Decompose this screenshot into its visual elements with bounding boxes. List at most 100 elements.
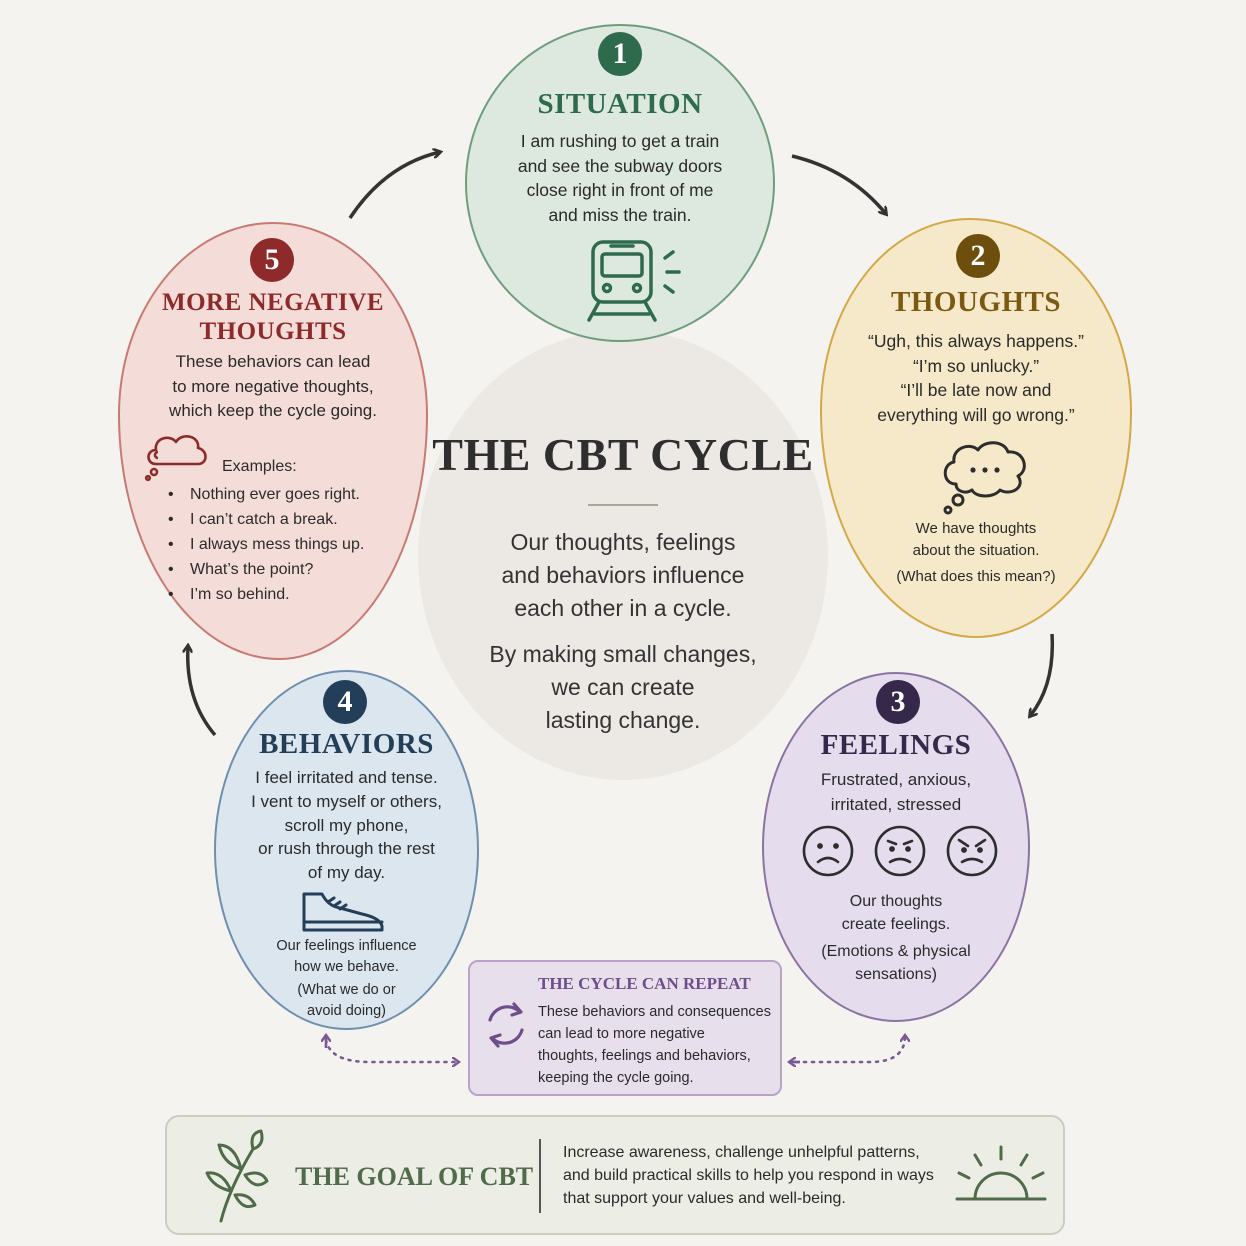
thoughts-note-line: about the situation. — [912, 541, 1040, 559]
thoughts-number: 2 — [956, 234, 1000, 278]
more-negative-line: which keep the cycle going. — [169, 401, 377, 420]
angry-face-icon — [946, 825, 998, 877]
situation-text: I am rushing to get a train and see the … — [467, 129, 773, 227]
thoughts-line: “Ugh, this always happens.” — [868, 331, 1084, 351]
situation-card: 1 SITUATION I am rushing to get a train … — [465, 24, 775, 342]
repeat-line: thoughts, feelings and behaviors, — [538, 1048, 751, 1064]
behaviors-card: 4 BEHAVIORS I feel irritated and tense. … — [214, 670, 479, 1030]
arrow-5-to-1 — [348, 152, 440, 219]
behaviors-title: BEHAVIORS — [259, 728, 434, 760]
situation-line: and miss the train. — [548, 204, 692, 225]
feelings-line: irritated, stressed — [830, 794, 962, 814]
behaviors-line: I feel irritated and tense. — [255, 768, 438, 787]
cloud-icon — [144, 435, 207, 482]
center-title: THE CBT CYCLE — [432, 429, 814, 480]
goal-line: and build practical skills to help you r… — [563, 1167, 934, 1184]
thoughts-title: THOUGHTS — [891, 286, 1061, 318]
example-item: I always mess things up. — [168, 532, 364, 557]
behaviors-paren-line: (What we do or — [297, 982, 396, 998]
center-text-2: By making small changes, we can create l… — [418, 638, 828, 737]
more-negative-text: These behaviors can lead to more negativ… — [120, 350, 426, 424]
center-text-line: each other in a cycle. — [514, 595, 732, 621]
more-negative-number: 5 — [250, 238, 294, 282]
behaviors-note-line: Our feelings influence — [276, 938, 417, 954]
behaviors-line: of my day. — [307, 863, 386, 883]
behaviors-number: 4 — [323, 680, 367, 724]
feelings-paren-line: sensations) — [855, 966, 937, 983]
goal-title: THE GOAL OF CBT — [295, 1162, 534, 1191]
feelings-paren: (Emotions & physical sensations) — [764, 940, 1028, 986]
dotted-link-left — [324, 1038, 458, 1062]
arrow-4-to-5 — [188, 646, 217, 737]
thoughts-note: We have thoughts about the situation. — [822, 518, 1130, 561]
center-circle — [418, 330, 828, 780]
situation-title: SITUATION — [537, 88, 703, 120]
center-text-line: By making small changes, — [489, 641, 757, 667]
repeat-box: THE CYCLE CAN REPEAT These behaviors and… — [468, 960, 782, 1096]
behaviors-line: I vent to myself or others, — [251, 791, 442, 811]
center-text: Our thoughts, feelings and behaviors inf… — [418, 526, 828, 625]
situation-line: I am rushing to get a train — [520, 131, 720, 151]
feelings-note-line: create feelings. — [841, 916, 951, 933]
goal-text: Increase awareness, challenge unhelpful … — [563, 1141, 934, 1210]
goal-line: Increase awareness, challenge unhelpful … — [563, 1144, 920, 1161]
sad-face-icon — [802, 825, 854, 877]
dotted-link-right — [794, 1036, 905, 1064]
behaviors-line: scroll my phone, — [284, 815, 409, 835]
more-negative-title-line: THOUGHTS — [199, 318, 347, 345]
thoughts-line: “I’ll be late now and — [900, 380, 1052, 400]
behaviors-text: I feel irritated and tense. I vent to my… — [216, 766, 477, 885]
thought-bubble-icon — [943, 441, 1026, 515]
repeat-line: can lead to more negative — [538, 1026, 705, 1042]
center-content: THE CBT CYCLE Our thoughts, feelings and… — [418, 330, 828, 780]
repeat-text: These behaviors and consequences can lea… — [538, 1001, 771, 1089]
examples-list: Nothing ever goes right. I can’t catch a… — [168, 482, 364, 607]
behaviors-line: or rush through the rest — [258, 839, 435, 859]
goal-line: that support your values and well-being. — [563, 1190, 846, 1207]
feelings-title: FEELINGS — [820, 729, 972, 761]
example-item: What’s the point? — [168, 557, 364, 582]
center-text-line: Our thoughts, feelings — [510, 529, 736, 555]
behaviors-note-line: how we behave. — [294, 958, 399, 975]
thoughts-line: everything will go wrong.” — [877, 404, 1075, 425]
goal-divider — [539, 1139, 541, 1213]
cycle-arrows-icon — [488, 1002, 524, 1048]
center-text-line: we can create — [551, 674, 695, 700]
sneaker-icon — [302, 892, 384, 932]
example-item: I’m so behind. — [168, 582, 364, 607]
more-negative-card: 5 MORE NEGATIVE THOUGHTS These behaviors… — [118, 222, 428, 660]
more-negative-line: to more negative thoughts, — [172, 376, 374, 396]
feelings-note-line: Our thoughts — [849, 893, 943, 910]
situation-line: close right in front of me — [526, 180, 714, 200]
example-item: I can’t catch a break. — [168, 507, 364, 532]
feelings-text: Frustrated, anxious, irritated, stressed — [764, 768, 1028, 817]
feelings-paren-line: (Emotions & physical — [821, 943, 971, 960]
feelings-note: Our thoughts create feelings. — [764, 890, 1028, 936]
more-negative-line: These behaviors can lead — [175, 352, 371, 371]
examples-label: Examples: — [222, 458, 297, 475]
plant-icon — [205, 1129, 269, 1223]
faces-icons — [802, 825, 998, 877]
repeat-line: keeping the cycle going. — [538, 1070, 694, 1086]
behaviors-paren-line: avoid doing) — [307, 1003, 386, 1019]
situation-number: 1 — [598, 32, 642, 76]
repeat-title: THE CYCLE CAN REPEAT — [538, 974, 751, 993]
train-icon — [587, 240, 681, 322]
more-negative-title: MORE NEGATIVE THOUGHTS — [120, 288, 426, 346]
arrow-1-to-2 — [791, 154, 886, 214]
thoughts-paren: (What does this mean?) — [896, 568, 1056, 585]
thoughts-line: “I’m so unlucky.” — [912, 355, 1040, 376]
arrow-2-to-3 — [1030, 633, 1055, 716]
example-item: Nothing ever goes right. — [168, 482, 364, 507]
more-negative-title-line: MORE NEGATIVE — [161, 289, 385, 316]
thoughts-text: “Ugh, this always happens.” “I’m so unlu… — [822, 329, 1130, 427]
behaviors-note: Our feelings influence how we behave. — [216, 936, 477, 977]
feelings-number: 3 — [876, 680, 920, 724]
thoughts-card: 2 THOUGHTS “Ugh, this always happens.” “… — [820, 218, 1132, 638]
situation-line: and see the subway doors — [517, 155, 723, 176]
feelings-card: 3 FEELINGS Frustrated, anxious, irritate… — [762, 672, 1030, 1022]
sunrise-icon — [955, 1145, 1047, 1201]
center-text-line: lasting change. — [545, 707, 701, 733]
repeat-line: These behaviors and consequences — [538, 1004, 771, 1020]
